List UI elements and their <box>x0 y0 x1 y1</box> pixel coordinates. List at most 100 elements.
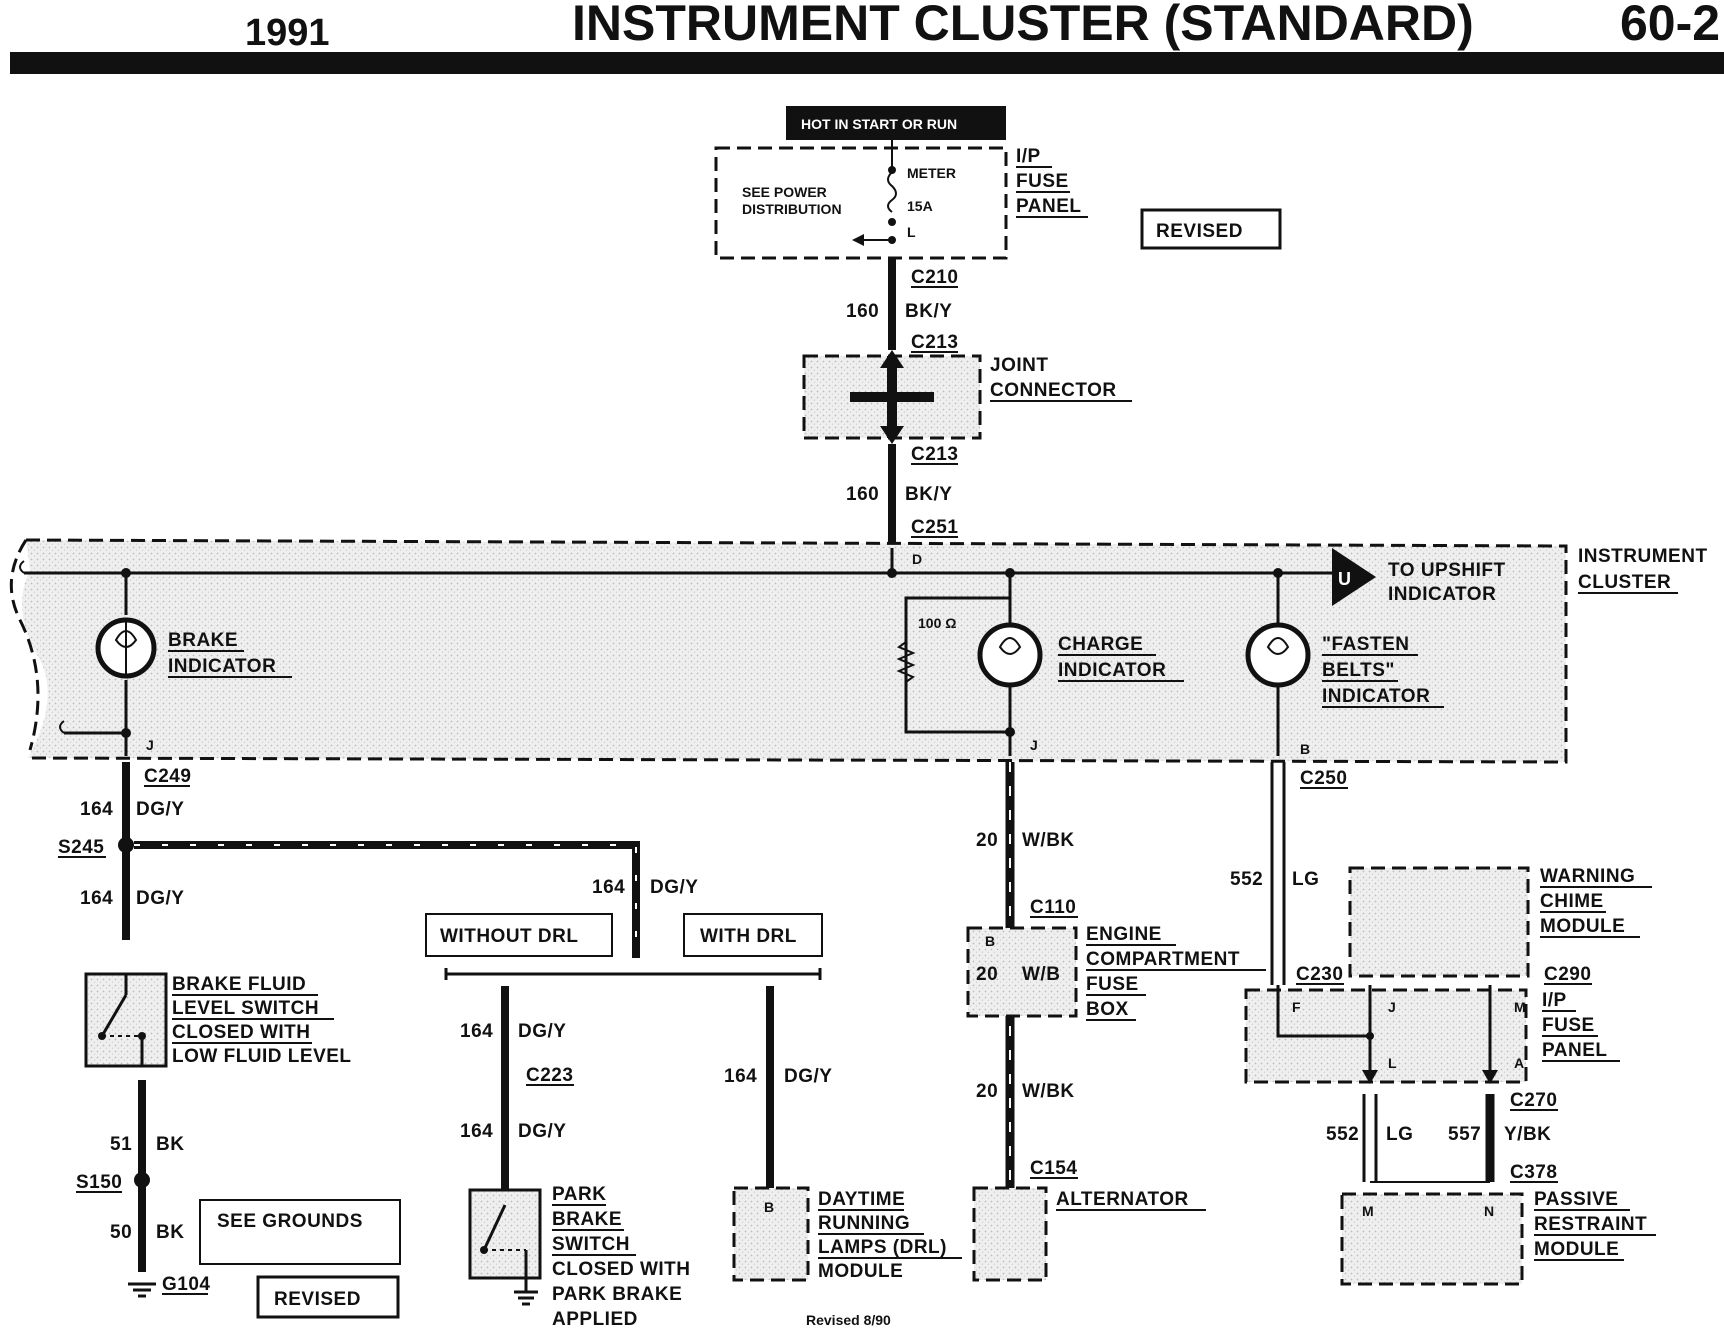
w160b-color: BK/Y <box>905 484 952 505</box>
ip-pin-j: J <box>1388 999 1396 1015</box>
top-fuse-label-2: FUSE <box>1016 171 1069 192</box>
pin-d: D <box>912 551 922 567</box>
w164d-color: DG/Y <box>518 1021 566 1042</box>
w160a-num: 160 <box>846 301 879 322</box>
c250-label: C250 <box>1300 768 1347 789</box>
w552b-num: 552 <box>1326 1124 1359 1145</box>
w164f-num: 164 <box>724 1066 757 1087</box>
fuse-symbol <box>887 171 897 213</box>
c210-label: C210 <box>911 267 958 288</box>
w51-color: BK <box>156 1134 184 1155</box>
w50-color: BK <box>156 1222 184 1243</box>
ip-pin-a: A <box>1514 1055 1524 1071</box>
w557-color: Y/BK <box>1504 1124 1551 1145</box>
w164e-num: 164 <box>460 1121 493 1142</box>
park-label-5: PARK BRAKE <box>552 1284 682 1305</box>
see-grounds-label: SEE GROUNDS <box>217 1211 363 1232</box>
footer-revised: Revised 8/90 <box>806 1312 891 1328</box>
w552a-color: LG <box>1292 869 1319 890</box>
see-grounds-box[interactable] <box>199 1199 401 1265</box>
ip-label-2: FUSE <box>1542 1015 1595 1036</box>
drl-label-2: RUNNING <box>818 1213 910 1234</box>
chime-label-1: WARNING <box>1540 866 1635 887</box>
c230-label: C230 <box>1296 964 1343 985</box>
instrument-cluster-box <box>25 538 1568 764</box>
engine-label-1: ENGINE <box>1086 924 1162 945</box>
upshift-label-1: TO UPSHIFT <box>1388 560 1506 581</box>
engine-label-2: COMPARTMENT <box>1086 949 1240 970</box>
brake-ind-label-2: INDICATOR <box>168 656 276 677</box>
pr-pin-n: N <box>1484 1203 1494 1219</box>
pin-b: B <box>1300 741 1310 757</box>
w51-num: 51 <box>110 1134 132 1155</box>
cluster-left-break <box>9 539 40 751</box>
charge-label-2: INDICATOR <box>1058 660 1166 681</box>
without-drl-box <box>425 913 613 957</box>
header-title: INSTRUMENT CLUSTER (STANDARD) <box>572 0 1474 51</box>
park-label-3: SWITCH <box>552 1234 630 1255</box>
c213b-label: C213 <box>911 444 958 465</box>
w552b-color: LG <box>1386 1124 1413 1145</box>
g104-label: G104 <box>162 1274 210 1295</box>
fasten-label-2: BELTS" <box>1322 660 1395 681</box>
ip-label-1: I/P <box>1542 990 1567 1011</box>
s245-label: S245 <box>58 837 104 858</box>
fasten-label-1: "FASTEN <box>1322 634 1409 655</box>
park-label-1: PARK <box>552 1184 606 1205</box>
s150-label: S150 <box>76 1172 122 1193</box>
c270-label: C270 <box>1510 1090 1557 1111</box>
warning-chime-box <box>1348 866 1530 978</box>
revised-top: REVISED <box>1156 221 1243 242</box>
c378-label: C378 <box>1510 1162 1557 1183</box>
engine-fuse-pin: B <box>985 933 995 949</box>
c223-label: C223 <box>526 1065 573 1086</box>
top-fuse-panel-box <box>714 146 1008 260</box>
drl-module-box <box>732 1186 810 1282</box>
power-arrow-icon <box>852 234 864 246</box>
drl-label-4: MODULE <box>818 1261 903 1282</box>
c249-label: C249 <box>144 766 191 787</box>
w160a-color: BK/Y <box>905 301 952 322</box>
see-power-line2: DISTRIBUTION <box>742 201 842 217</box>
revised-bottom: REVISED <box>274 1289 361 1310</box>
header-page: 60-2 <box>1620 0 1720 51</box>
w20a-color: W/BK <box>1022 830 1075 851</box>
w164f-color: DG/Y <box>784 1066 832 1087</box>
joint-arrow-down-icon <box>880 426 904 444</box>
engine-fuse-box <box>966 926 1078 1018</box>
engine-label-3: FUSE <box>1086 974 1139 995</box>
s150-splice <box>134 1172 150 1188</box>
resistor-icon <box>896 641 916 683</box>
engine-label-4: BOX <box>1086 999 1129 1020</box>
w552a-num: 552 <box>1230 869 1263 890</box>
s245-splice <box>118 837 134 853</box>
park-brake-switch-icon <box>482 1204 507 1251</box>
w164b-color: DG/Y <box>136 888 184 909</box>
drl-label-1: DAYTIME <box>818 1189 905 1210</box>
brake-fluid-switch-icon <box>100 994 128 1037</box>
chime-label-3: MODULE <box>1540 916 1625 937</box>
park-ground-icon <box>514 1290 538 1306</box>
cluster-label-1: INSTRUMENT <box>1578 546 1708 567</box>
pr-pin-m: M <box>1362 1203 1374 1219</box>
passive-restraint-box <box>1340 1192 1524 1286</box>
header-year: 1991 <box>245 12 330 54</box>
w20c-num: 20 <box>976 1081 998 1102</box>
upshift-pin: U <box>1338 569 1351 589</box>
upshift-label-2: INDICATOR <box>1388 584 1496 605</box>
joint-arrow-up-icon <box>880 350 904 368</box>
joint-label-2: CONNECTOR <box>990 380 1117 401</box>
brake-ind-label-1: BRAKE <box>168 630 238 651</box>
revised-box-top <box>1140 208 1282 250</box>
w20b-color: W/B <box>1022 964 1060 985</box>
top-fuse-label-1: I/P <box>1016 146 1041 167</box>
c110-label: C110 <box>1030 897 1076 918</box>
alternator-label: ALTERNATOR <box>1056 1189 1189 1210</box>
upshift-arrow-icon <box>1332 548 1376 606</box>
w164e-color: DG/Y <box>518 1121 566 1142</box>
joint-label-1: JOINT <box>990 355 1048 376</box>
brake-fluid-label-3: CLOSED WITH <box>172 1022 311 1043</box>
pr-label-1: PASSIVE <box>1534 1189 1618 1210</box>
c290-label: C290 <box>1544 964 1591 985</box>
cluster-shading <box>22 540 1566 762</box>
